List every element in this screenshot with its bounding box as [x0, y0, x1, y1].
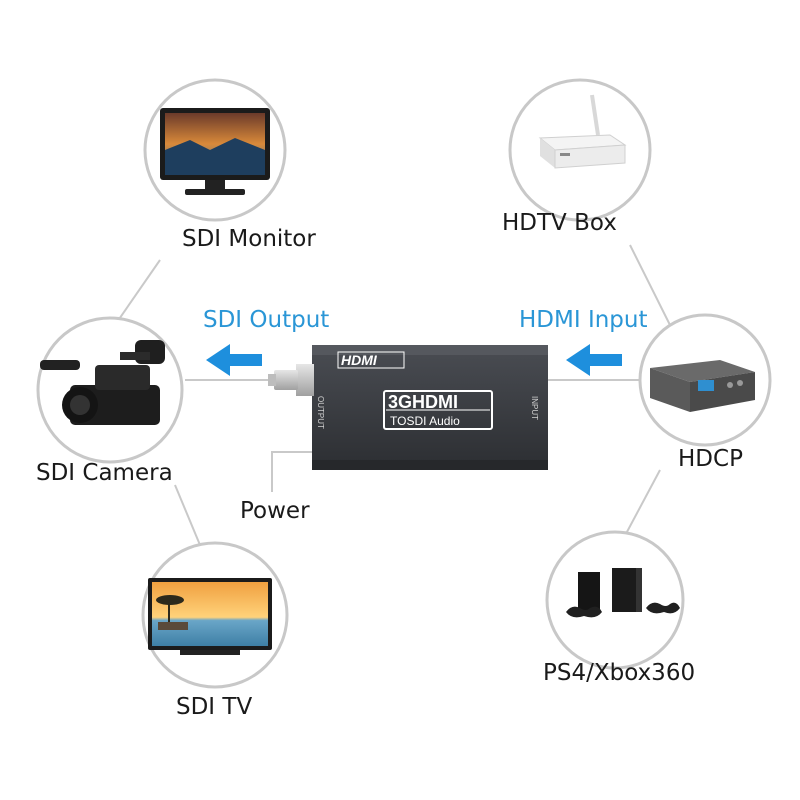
port-output-label: OUTPUT	[316, 396, 325, 429]
hdmi-logo-frame	[337, 351, 405, 369]
game-console-icon	[566, 568, 680, 618]
line-monitor-camera	[114, 259, 161, 326]
monitor-icon	[160, 108, 270, 195]
line-hdtvbox-hdcp	[629, 244, 671, 326]
label-sdi-tv: SDI TV	[176, 694, 253, 720]
label-hdcp: HDCP	[678, 446, 743, 472]
port-input-label: INPUT	[530, 396, 539, 420]
label-sdi-output: SDI Output	[203, 307, 330, 333]
device-brand-logo: HDMI	[341, 352, 378, 368]
bnc-connector-icon	[268, 364, 314, 396]
label-hdmi-input: HDMI Input	[519, 307, 648, 333]
connection-lines	[114, 244, 671, 546]
camera-icon	[40, 340, 165, 425]
hdmi-input-arrow-icon	[566, 344, 622, 376]
label-sdi-monitor: SDI Monitor	[182, 226, 316, 252]
hdtv-box-icon	[538, 94, 627, 169]
model-badge	[383, 390, 493, 430]
tv-icon	[148, 578, 272, 655]
label-ps4-xbox: PS4/Xbox360	[543, 660, 696, 686]
device-model-bottom: TOSDI Audio	[390, 414, 460, 428]
sdi-output-arrow-icon	[206, 344, 262, 376]
label-sdi-camera: SDI Camera	[36, 460, 173, 486]
label-hdtv-box: HDTV Box	[502, 210, 617, 236]
hdcp-device-icon	[650, 360, 755, 412]
device-model-top: 3GHDMI	[388, 392, 458, 412]
label-power: Power	[240, 498, 310, 524]
line-camera-tv	[174, 484, 201, 546]
line-power	[271, 451, 315, 492]
sdi-converter-device	[268, 345, 548, 470]
